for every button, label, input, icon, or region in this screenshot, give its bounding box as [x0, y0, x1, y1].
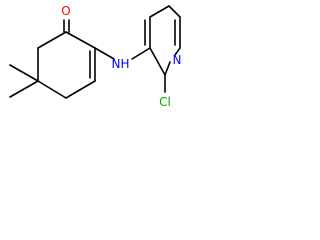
amine-linker: N H: [94, 47, 151, 71]
bond-c1-c2: [65, 31, 96, 49]
bond-p6-p1: [149, 47, 166, 76]
bond-n-p6: [164, 61, 171, 76]
pyridine-n-label: N: [173, 53, 182, 67]
pyridine-ring: N: [144, 5, 182, 76]
bond-p5-n: [174, 47, 181, 56]
bond-c5-methyl-1: [9, 64, 39, 82]
bond-c5-methyl-2: [9, 80, 39, 98]
carbonyl-group: O: [61, 4, 71, 33]
bond-p2-p3: [149, 5, 170, 18]
amine-h-label: H: [120, 57, 129, 71]
bond-n-pyridine: [131, 47, 151, 60]
bond-p3-p4: [168, 5, 181, 18]
amine-n-label: N: [112, 57, 121, 71]
oxygen-label: O: [61, 4, 70, 18]
bond-c6-c1: [37, 31, 67, 49]
chlorine-label: Cl: [159, 95, 171, 109]
bond-c4-c5: [37, 80, 67, 99]
molecule-structure: O N H N Cl: [9, 4, 182, 109]
gem-dimethyl: [9, 64, 39, 98]
bond-c3-c4: [65, 80, 96, 99]
bond-c3-n: [94, 47, 115, 60]
chloro-substituent: Cl: [159, 74, 171, 109]
cyclohexenone-ring: [37, 31, 96, 99]
